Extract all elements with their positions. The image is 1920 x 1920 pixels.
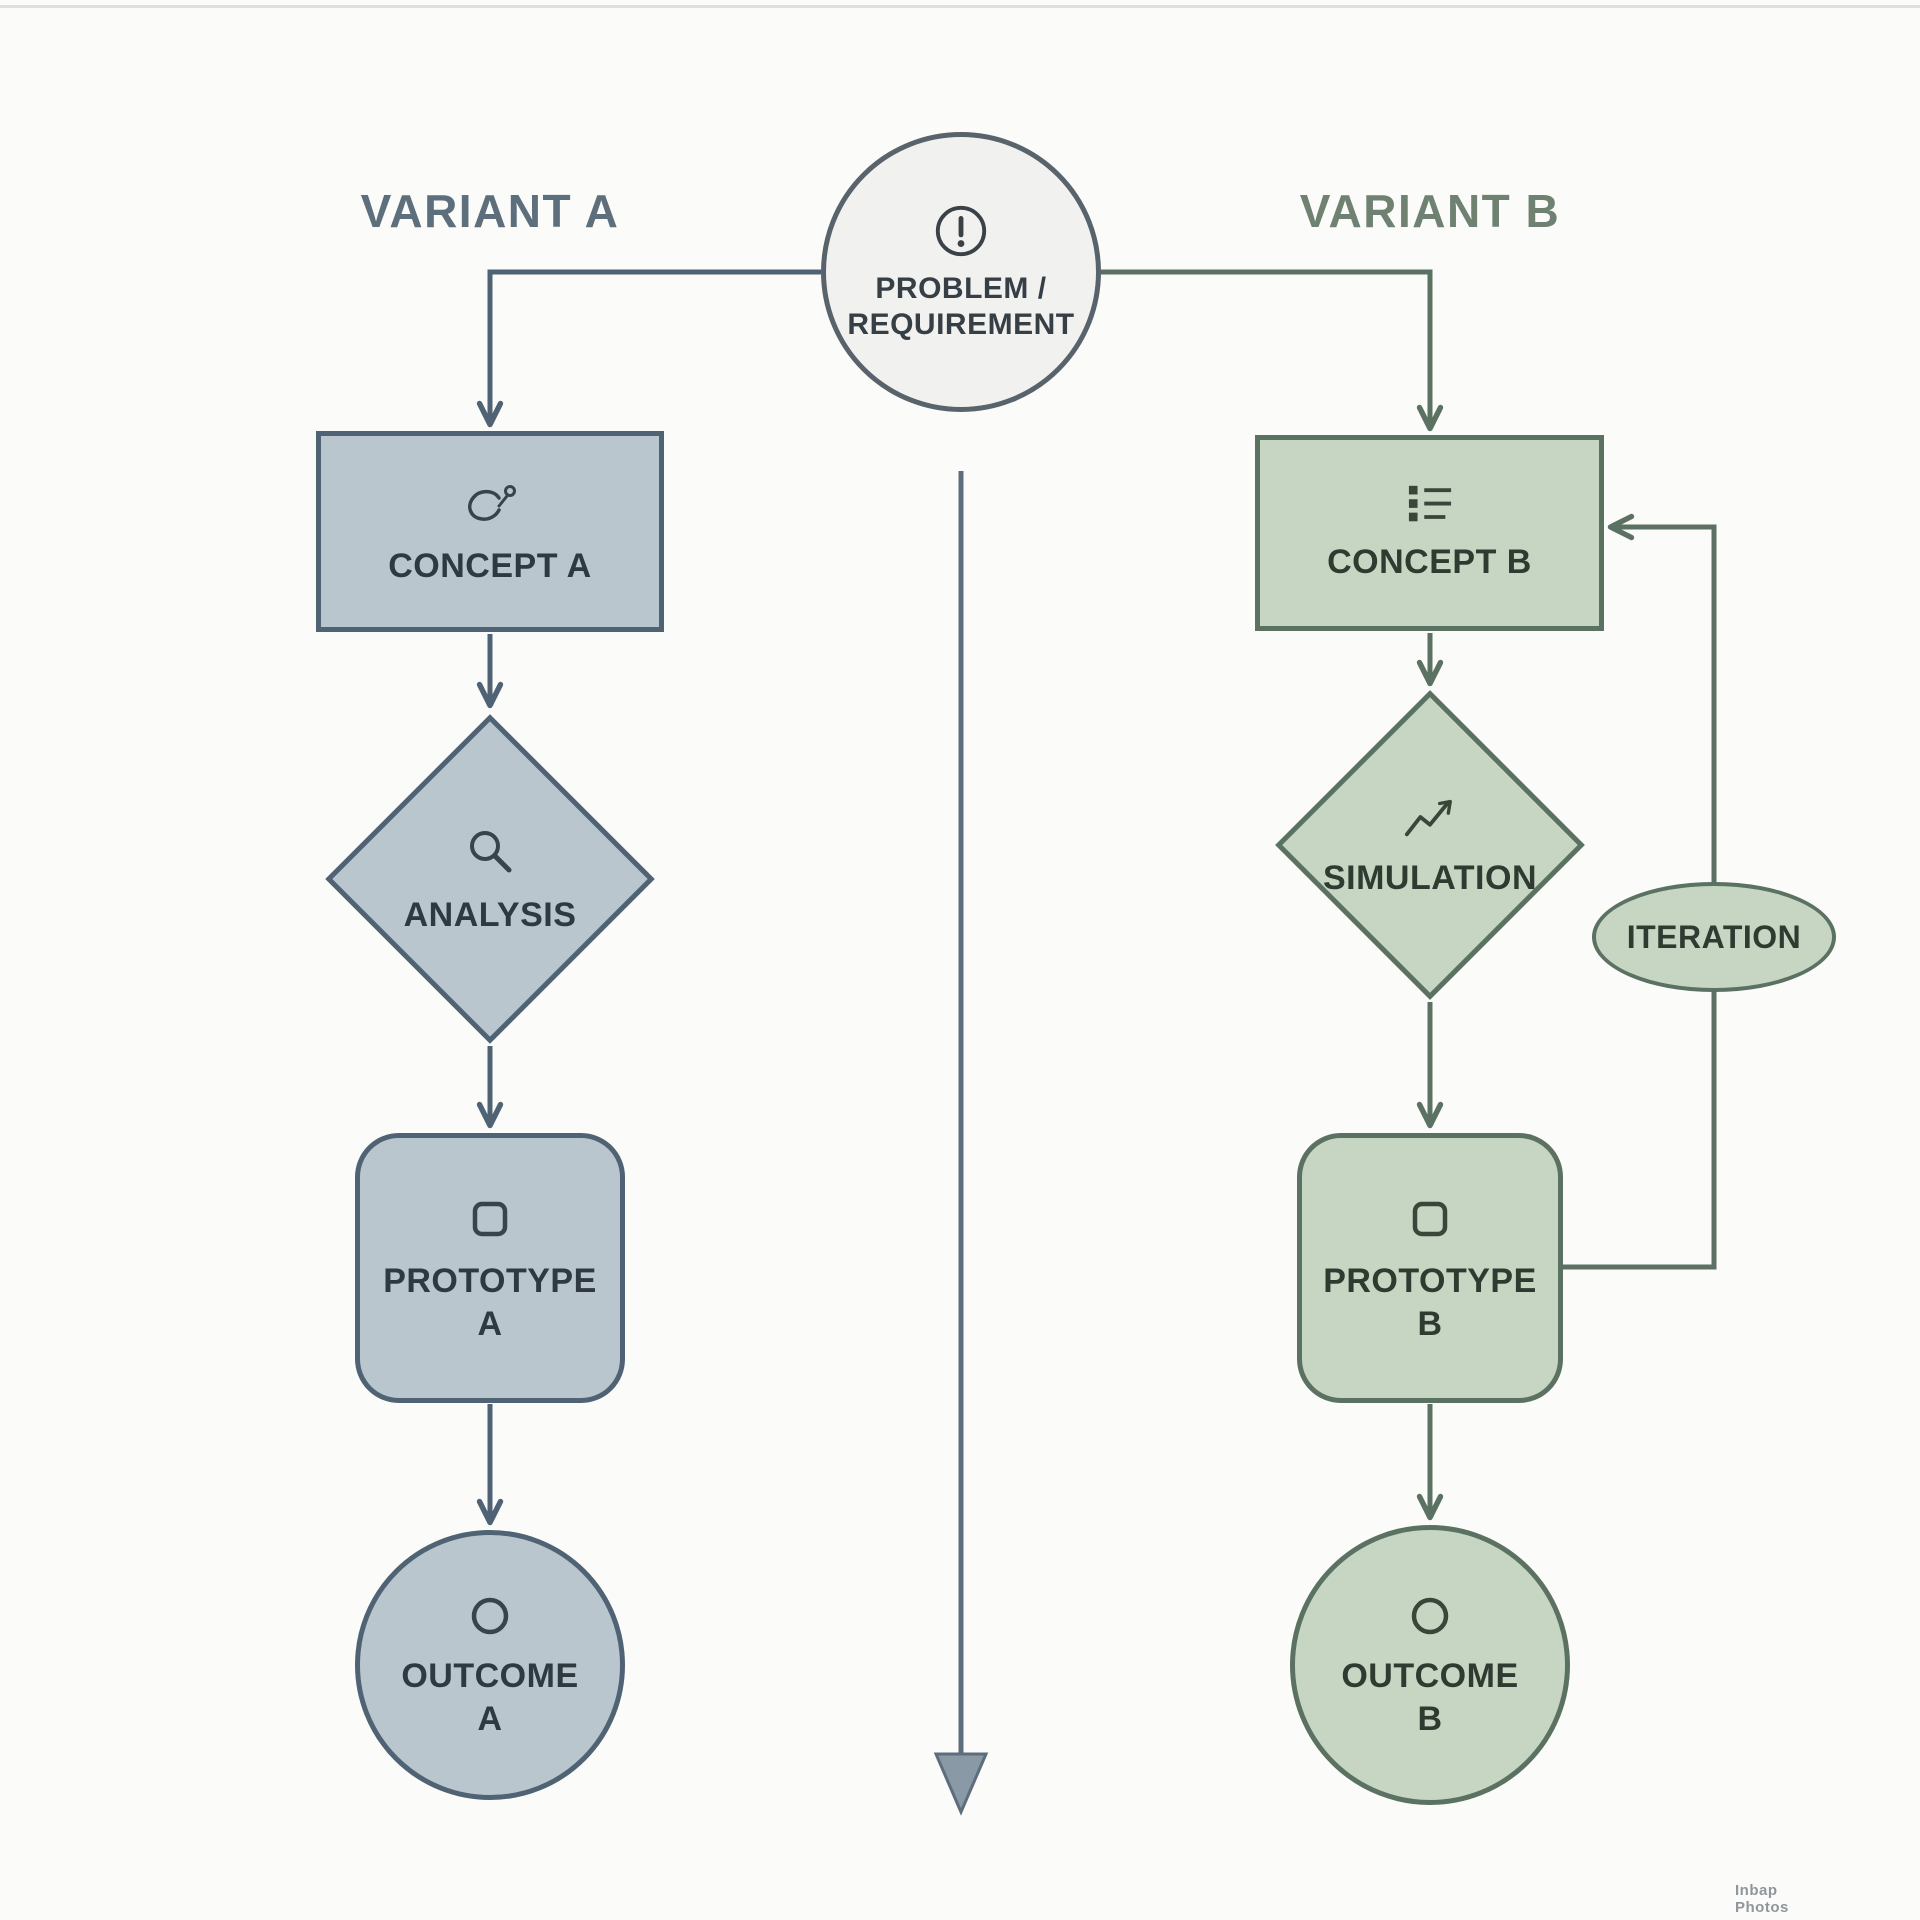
watermark-line1: Inbap bbox=[1735, 1882, 1778, 1899]
outcome-a-node: OUTCOME A bbox=[355, 1530, 625, 1800]
outcome-b-label-line2: B bbox=[1417, 1699, 1443, 1738]
iteration-node: ITERATION bbox=[1592, 882, 1836, 992]
circle-outline-icon bbox=[1404, 1590, 1456, 1647]
outcome-b-node: OUTCOME B bbox=[1290, 1525, 1570, 1805]
prototype-a-node: PROTOTYPE A bbox=[355, 1133, 625, 1403]
magnifier-icon bbox=[460, 821, 520, 886]
outcome-b-label-line1: OUTCOME bbox=[1341, 1657, 1519, 1695]
arrow-problem-to-concept-b bbox=[1101, 269, 1444, 432]
variant-a-title: VARIANT A bbox=[360, 185, 620, 237]
simulation-node: SIMULATION bbox=[1275, 690, 1585, 1000]
outcome-a-label-line2: A bbox=[477, 1699, 503, 1738]
concept-a-label: CONCEPT A bbox=[388, 546, 592, 585]
exclamation-circle-icon bbox=[932, 202, 990, 265]
problem-requirement-node: PROBLEM / REQUIREMENT bbox=[821, 132, 1101, 412]
watermark: Inbap Photos bbox=[1735, 1882, 1789, 1917]
concept-b-label: CONCEPT B bbox=[1327, 543, 1532, 582]
prototype-b-node: PROTOTYPE B bbox=[1297, 1133, 1563, 1403]
variant-a-connectors bbox=[476, 269, 821, 1526]
trend-chart-icon bbox=[1399, 790, 1461, 849]
center-arrowhead bbox=[933, 1752, 989, 1816]
circle-outline-icon bbox=[464, 1590, 516, 1647]
sketch-icon bbox=[458, 476, 522, 537]
analysis-node: ANALYSIS bbox=[325, 714, 655, 1044]
prototype-a-label-line1: PROTOTYPE bbox=[383, 1262, 597, 1300]
variant-b-title: VARIANT B bbox=[1299, 185, 1561, 237]
arrow-problem-to-concept-a bbox=[476, 269, 821, 428]
concept-b-node: CONCEPT B bbox=[1255, 435, 1604, 631]
problem-label-line1: PROBLEM / bbox=[875, 271, 1047, 305]
prototype-b-label-line2: B bbox=[1417, 1304, 1443, 1343]
square-outline-icon bbox=[462, 1191, 518, 1252]
outcome-a-label-line1: OUTCOME bbox=[401, 1657, 579, 1695]
watermark-line2: Photos bbox=[1735, 1899, 1789, 1917]
problem-label-line2: REQUIREMENT bbox=[847, 307, 1075, 341]
list-icon bbox=[1401, 482, 1459, 533]
iteration-label: ITERATION bbox=[1626, 919, 1802, 955]
center-timeline-arrow bbox=[933, 471, 989, 1816]
concept-a-node: CONCEPT A bbox=[316, 431, 664, 632]
analysis-label: ANALYSIS bbox=[403, 896, 577, 935]
prototype-a-label-line2: A bbox=[477, 1304, 503, 1343]
top-divider bbox=[0, 5, 1920, 8]
prototype-b-label-line1: PROTOTYPE bbox=[1323, 1262, 1537, 1300]
simulation-label: SIMULATION bbox=[1322, 859, 1537, 898]
square-outline-icon bbox=[1402, 1191, 1458, 1252]
